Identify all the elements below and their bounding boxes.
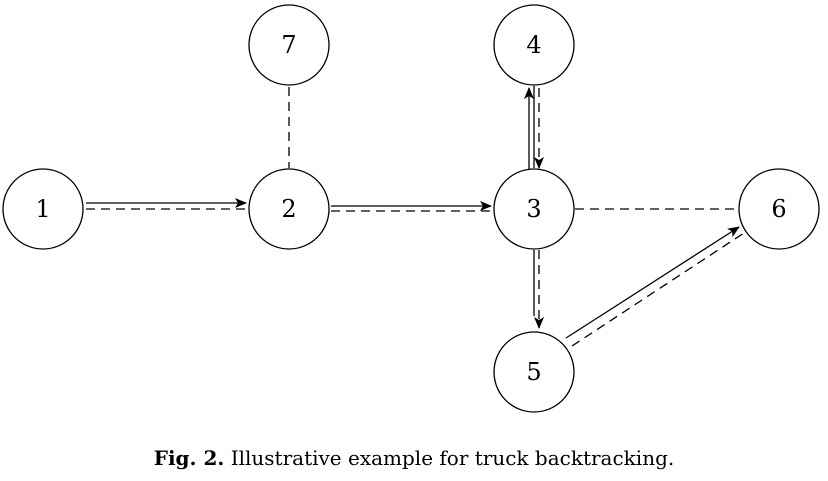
- node-5-circle: [493, 331, 575, 413]
- figure-caption-label: Fig. 2.: [153, 446, 225, 470]
- node-3-label: 3: [526, 195, 541, 223]
- node-6-label: 6: [771, 195, 786, 223]
- node-2-label: 2: [281, 195, 296, 223]
- node-6: 6: [738, 168, 820, 250]
- edge-5-6-solid: [565, 226, 740, 339]
- node-4-label: 4: [526, 31, 541, 59]
- node-1-circle: [2, 168, 84, 250]
- node-3-circle: [493, 168, 575, 250]
- node-2-circle: [248, 168, 330, 250]
- edge-5-6-dashed: [571, 232, 745, 347]
- route-diagram: 1 2 3 4 5 6 7: [2, 4, 820, 413]
- node-1-label: 1: [35, 195, 50, 223]
- node-7-circle: [248, 4, 330, 86]
- node-7: 7: [248, 4, 330, 86]
- node-7-label: 7: [281, 31, 296, 59]
- node-5-label: 5: [526, 358, 541, 386]
- figure-caption-text: Illustrative example for truck backtrack…: [230, 446, 675, 470]
- node-1: 1: [2, 168, 84, 250]
- node-2: 2: [248, 168, 330, 250]
- figure-caption: Fig. 2. Illustrative example for truck b…: [0, 446, 828, 470]
- node-6-circle: [738, 168, 820, 250]
- node-4: 4: [493, 4, 575, 86]
- node-3: 3: [493, 168, 575, 250]
- node-5: 5: [493, 331, 575, 413]
- node-4-circle: [493, 4, 575, 86]
